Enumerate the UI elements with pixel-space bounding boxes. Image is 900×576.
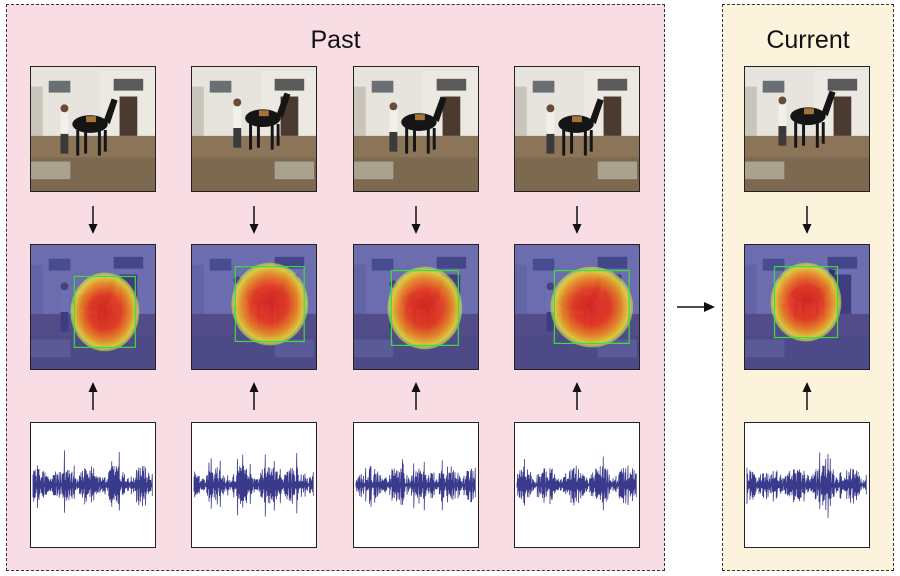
arrow-down-icon [248,206,260,234]
arrow-down-icon [801,206,813,234]
arrow-right-icon [677,300,715,314]
current-title: Current [766,26,850,54]
arrow-up-icon [87,382,99,410]
heatmap-frame-past-2 [191,244,317,370]
audio-waveform-past-1 [30,422,156,548]
video-frame-past-1 [30,66,156,192]
heatmap-frame-past-3 [353,244,479,370]
audio-waveform-past-2 [191,422,317,548]
heatmap-frame-current-1 [744,244,870,370]
video-frame-current-1 [744,66,870,192]
arrow-down-icon [571,206,583,234]
arrow-down-icon [87,206,99,234]
audio-waveform-current-1 [744,422,870,548]
video-frame-past-3 [353,66,479,192]
past-title: Past [310,26,361,54]
arrow-down-icon [410,206,422,234]
audio-waveform-past-3 [353,422,479,548]
heatmap-frame-past-1 [30,244,156,370]
arrow-up-icon [410,382,422,410]
video-frame-past-4 [514,66,640,192]
heatmap-frame-past-4 [514,244,640,370]
video-frame-past-2 [191,66,317,192]
arrow-up-icon [248,382,260,410]
arrow-up-icon [571,382,583,410]
arrow-up-icon [801,382,813,410]
audio-waveform-past-4 [514,422,640,548]
